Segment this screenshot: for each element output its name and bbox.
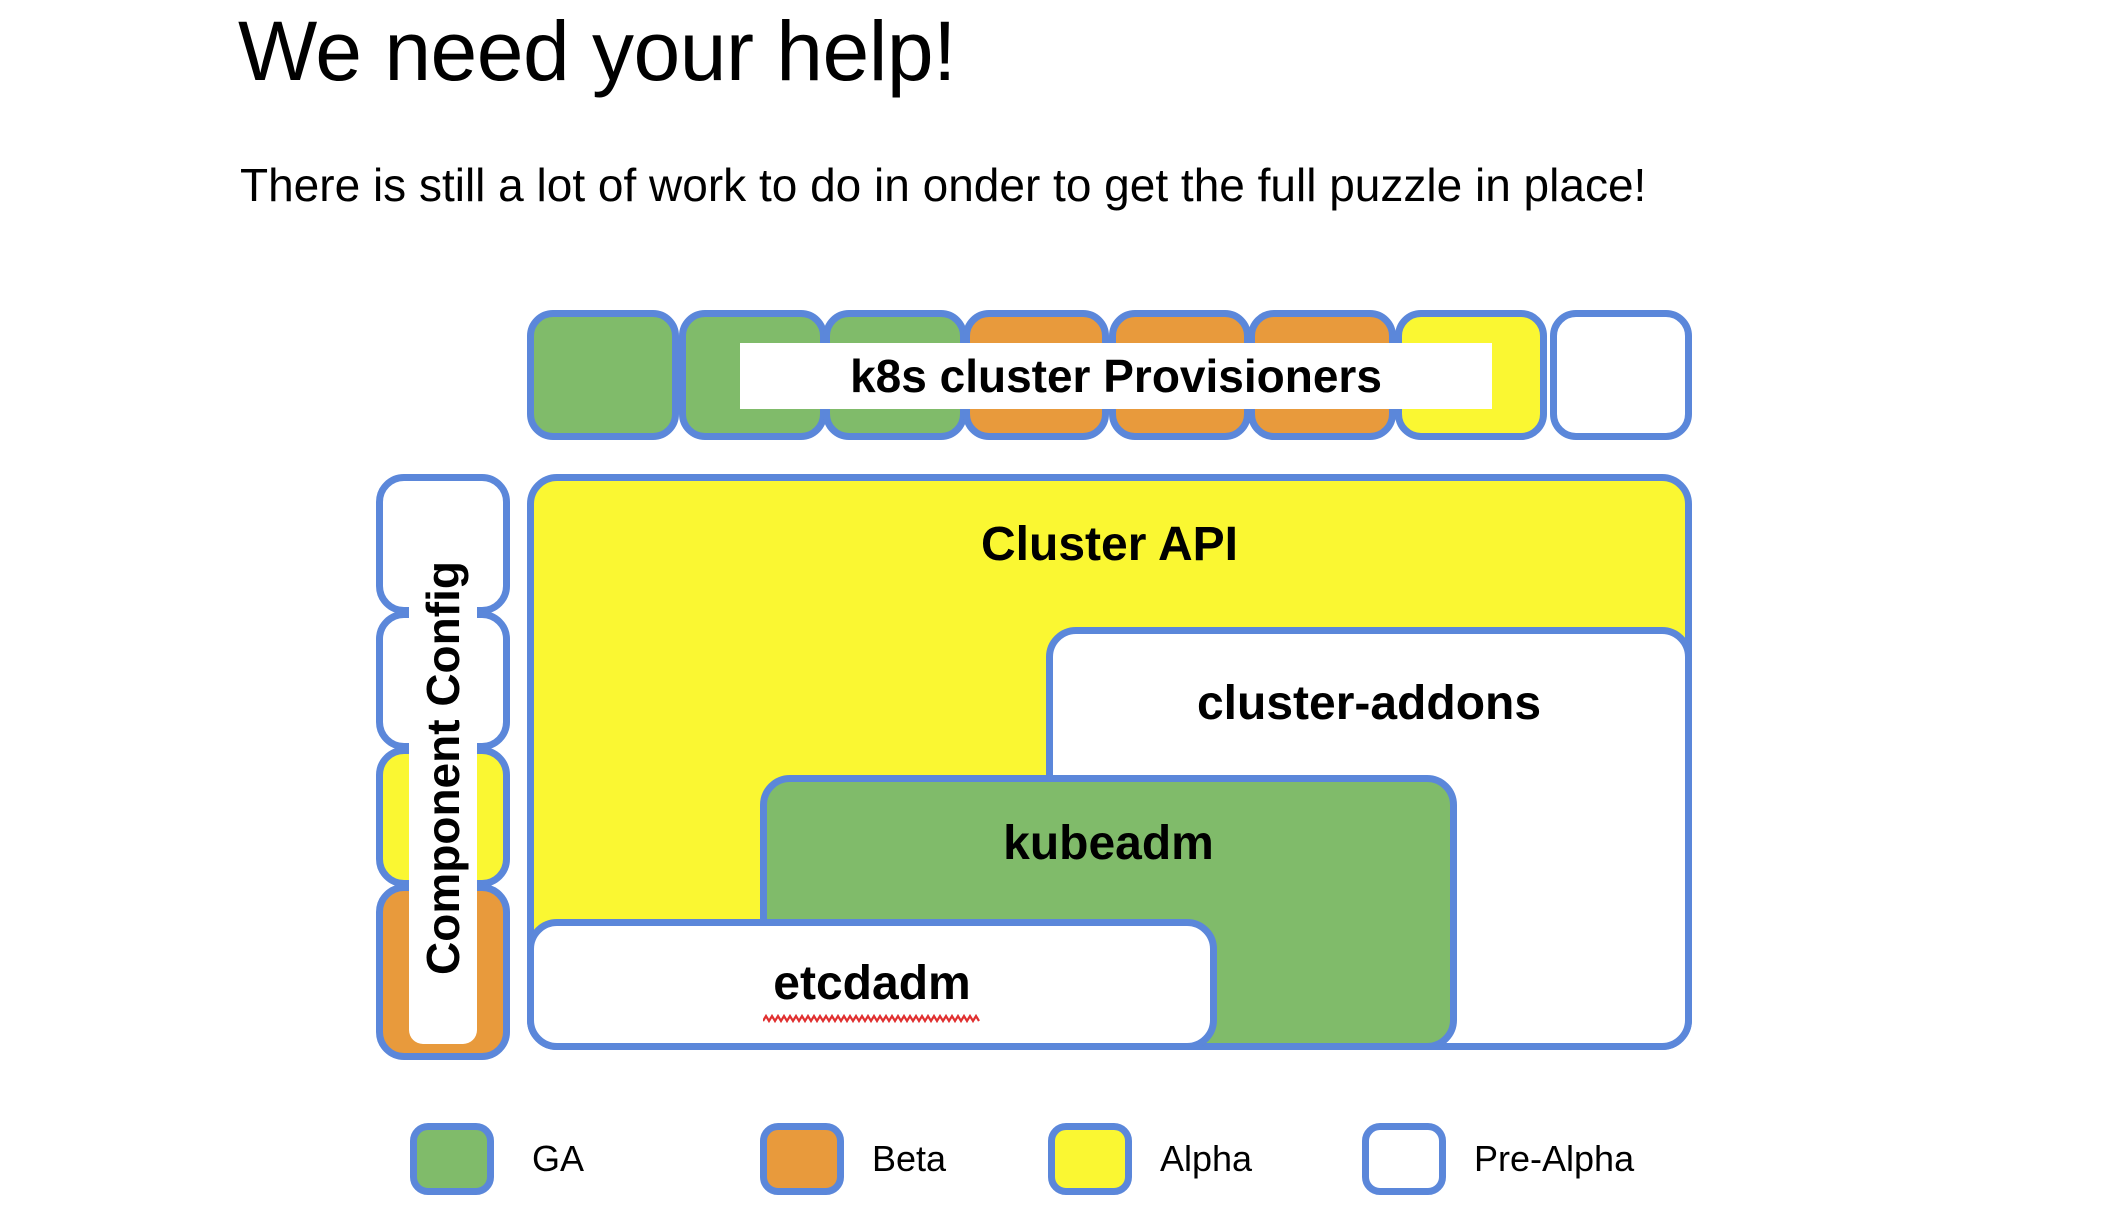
provisioner-tile-8[interactable] xyxy=(1550,310,1692,440)
component-config-title-label: Component Config xyxy=(417,561,470,975)
page-subtitle: There is still a lot of work to do in on… xyxy=(240,159,1647,211)
etcdadm-label: etcdadm xyxy=(773,957,971,1010)
provisioners-title-band: k8s cluster Provisioners xyxy=(740,343,1492,409)
legend-swatch-pre-alpha xyxy=(1362,1123,1446,1195)
etcdadm-box[interactable]: etcdadm xyxy=(527,919,1217,1050)
page-title: We need your help! xyxy=(238,4,956,98)
legend-swatch-ga xyxy=(410,1123,494,1195)
kubeadm-label: kubeadm xyxy=(1003,817,1214,870)
provisioners-title-label: k8s cluster Provisioners xyxy=(850,350,1382,402)
provisioner-tile-1[interactable] xyxy=(527,310,679,440)
cluster-api-label: Cluster API xyxy=(981,518,1238,571)
legend-swatch-alpha xyxy=(1048,1123,1132,1195)
legend-label-alpha: Alpha xyxy=(1160,1138,1253,1179)
legend-swatch-beta xyxy=(760,1123,844,1195)
legend-label-ga: GA xyxy=(532,1138,585,1179)
spellcheck-squiggle-icon xyxy=(763,1014,980,1023)
cluster-addons-label: cluster-addons xyxy=(1196,677,1542,730)
component-config-title-band: Component Config xyxy=(409,492,477,1044)
legend-label-beta: Beta xyxy=(872,1138,947,1179)
legend-label-pre-alpha: Pre-Alpha xyxy=(1474,1138,1635,1179)
